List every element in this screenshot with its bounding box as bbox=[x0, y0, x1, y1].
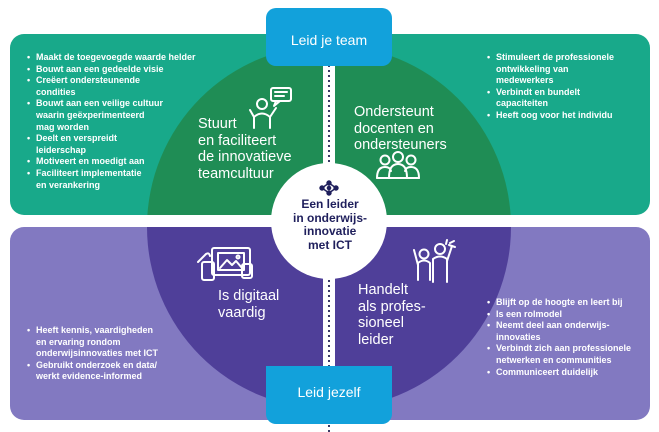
bullet-item: Motiveert en moedigt aan bbox=[26, 156, 216, 168]
devices-icon bbox=[197, 247, 253, 281]
bullet-line: capaciteiten bbox=[496, 98, 549, 109]
br-title: Handelt als profes- sioneel leider bbox=[358, 282, 426, 348]
bullet-line: Maakt de toegevoegde waarde helder bbox=[36, 52, 196, 62]
bullet-line: Communiceert duidelijk bbox=[496, 366, 599, 377]
bullet-line: mag worden bbox=[36, 121, 90, 132]
tr-title: Ondersteunt docenten en ondersteuners bbox=[354, 104, 447, 153]
tr-bullet-list: Stimuleert de professioneleontwikkeling … bbox=[486, 52, 646, 122]
bullet-line: Is een rolmodel bbox=[496, 308, 563, 319]
bullet-line: onderwijsinnovaties met ICT bbox=[36, 348, 159, 359]
br-bullet-list: Blijft op de hoogte en leert bijIs een r… bbox=[486, 297, 651, 378]
top-tab-label: Leid je team bbox=[290, 32, 368, 48]
center-label: Een leider in onderwijs- innovatie met I… bbox=[292, 197, 367, 252]
bullet-line: Motiveert en moedigt aan bbox=[36, 156, 145, 167]
bullet-line: en verankering bbox=[36, 179, 101, 190]
bottom-tab-label: Leid jezelf bbox=[297, 384, 361, 400]
bullet-line: Verbindt zich aan professionele bbox=[496, 343, 632, 354]
bullet-item: Neemt deel aan onderwijs-innovaties bbox=[486, 320, 651, 343]
bullet-line: Gebruikt onderzoek en data/ bbox=[36, 359, 158, 370]
presenter-icon bbox=[249, 87, 292, 129]
bullet-line: Stimuleert de professionele bbox=[496, 52, 615, 62]
bullet-line: Deelt en verspreidt bbox=[36, 133, 118, 144]
bullet-line: Heeft oog voor het individu bbox=[496, 109, 613, 120]
tl-bullet-list: Maakt de toegevoegde waarde helderBouwt … bbox=[26, 52, 216, 191]
group-icon bbox=[376, 151, 420, 179]
bullet-line: leiderschap bbox=[36, 144, 87, 155]
bl-title: Is digitaal vaardig bbox=[218, 288, 280, 321]
bullet-line: en ervaring rondom bbox=[36, 336, 121, 347]
bullet-line: ontwikkeling van bbox=[496, 63, 569, 74]
bullet-item: Stimuleert de professioneleontwikkeling … bbox=[486, 52, 646, 87]
bullet-line: Faciliteert implementatie bbox=[36, 167, 142, 178]
bullet-item: Communiceert duidelijk bbox=[486, 367, 651, 379]
bullet-item: Gebruikt onderzoek en data/werkt evidenc… bbox=[26, 360, 216, 383]
bullet-item: Heeft oog voor het individu bbox=[486, 110, 646, 122]
bullet-line: netwerken en communities bbox=[496, 354, 612, 365]
bullet-line: Bouwt aan een veilige cultuur bbox=[36, 98, 164, 109]
leader-icon bbox=[413, 239, 456, 283]
bullet-line: Creëert ondersteunende bbox=[36, 75, 141, 86]
bullet-item: Maakt de toegevoegde waarde helder bbox=[26, 52, 216, 64]
bullet-item: Bouwt aan een gedeelde visie bbox=[26, 64, 216, 76]
bullet-line: Heeft kennis, vaardigheden bbox=[36, 325, 154, 335]
center-circle bbox=[271, 163, 387, 279]
bottom-tab bbox=[266, 366, 392, 424]
bullet-line: innovaties bbox=[496, 331, 541, 342]
bullet-item: Blijft op de hoogte en leert bij bbox=[486, 297, 651, 309]
bullet-line: medewerkers bbox=[496, 75, 554, 86]
tl-title: Stuurt en faciliteert de innovatieve tea… bbox=[198, 116, 292, 182]
bullet-line: Neemt deel aan onderwijs- bbox=[496, 320, 610, 331]
bullet-line: Bouwt aan een gedeelde visie bbox=[36, 63, 164, 74]
bullet-line: waarin geëxperimenteerd bbox=[36, 109, 145, 120]
bullet-item: Verbindt zich aan professionelenetwerken… bbox=[486, 343, 651, 366]
bullet-line: Verbindt en bundelt bbox=[496, 86, 581, 97]
bullet-line: Blijft op de hoogte en leert bij bbox=[496, 297, 623, 307]
network-icon bbox=[319, 180, 339, 196]
bullet-line: condities bbox=[36, 86, 76, 97]
top-tab bbox=[266, 8, 392, 66]
bullet-line: werkt evidence-informed bbox=[36, 371, 143, 382]
bullet-item: Is een rolmodel bbox=[486, 309, 651, 321]
